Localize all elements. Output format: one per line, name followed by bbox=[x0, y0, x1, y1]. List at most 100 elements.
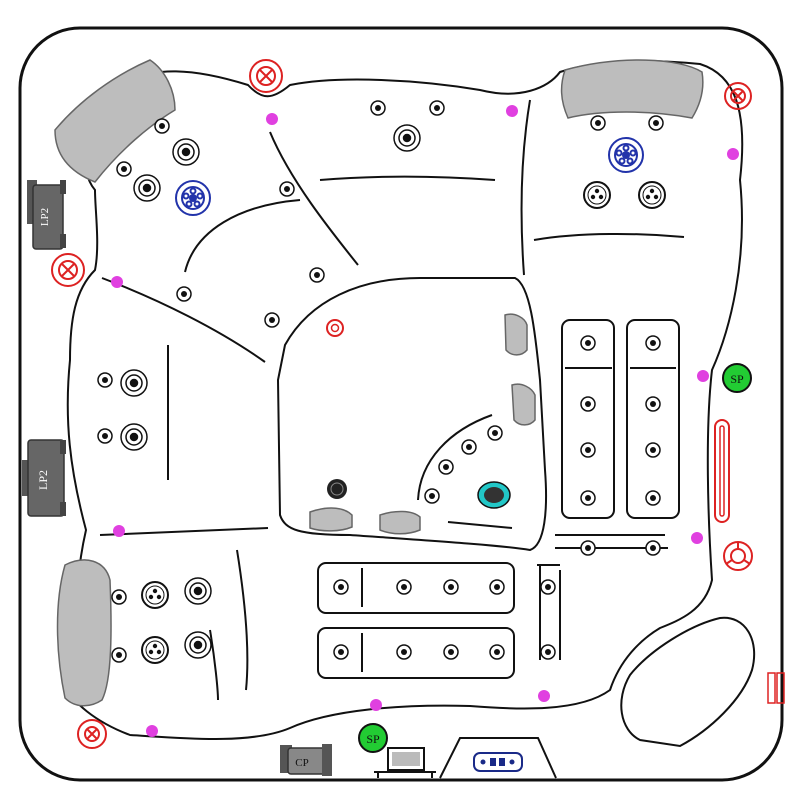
sp-right-label: SP bbox=[730, 372, 744, 386]
small-jet-icon bbox=[580, 540, 596, 556]
small-jet-icon bbox=[264, 312, 280, 328]
ring-jet-icon bbox=[184, 577, 212, 605]
led-light-icon bbox=[111, 276, 123, 288]
headrest-bottom-left bbox=[56, 559, 112, 707]
small-jet-icon bbox=[333, 644, 349, 660]
footwell-pillow-1 bbox=[309, 507, 353, 532]
small-jet-icon bbox=[97, 372, 113, 388]
small-jet-icon bbox=[396, 579, 412, 595]
small-jet-icon bbox=[396, 644, 412, 660]
small-jet-icon bbox=[424, 488, 440, 504]
small-jet-icon bbox=[443, 579, 459, 595]
ring-jet-icon bbox=[184, 631, 212, 659]
seat-dividers bbox=[99, 99, 685, 701]
small-jet-icon bbox=[645, 396, 661, 412]
ring-jet-icon bbox=[120, 369, 148, 397]
air-control-icon bbox=[723, 541, 753, 571]
cyan-jet-icon bbox=[477, 481, 511, 509]
ring-jet-icon bbox=[120, 423, 148, 451]
rotary-jets bbox=[141, 181, 666, 664]
footwell-pillow-2 bbox=[379, 510, 421, 535]
small-jet-icon bbox=[580, 335, 596, 351]
air-controls bbox=[51, 59, 753, 749]
led-light-icon bbox=[370, 699, 382, 711]
small-jet-icon bbox=[309, 267, 325, 283]
small-jet-icon bbox=[645, 490, 661, 506]
small-jet-icon bbox=[97, 428, 113, 444]
led-light-icon bbox=[506, 105, 518, 117]
small-jet-icon bbox=[590, 115, 606, 131]
pump-cp-label: CP bbox=[295, 757, 308, 769]
footwell bbox=[276, 277, 548, 552]
ring-jet-icon bbox=[393, 124, 421, 152]
rotary-jet-icon bbox=[141, 636, 169, 664]
small-jets bbox=[97, 100, 664, 663]
control-panel bbox=[439, 737, 557, 779]
led-light-icon bbox=[113, 525, 125, 537]
ring-jet-icon bbox=[133, 174, 161, 202]
pump-top-label: LP2 bbox=[39, 208, 51, 226]
heater-unit bbox=[374, 747, 436, 778]
pump-top: LP2 bbox=[27, 180, 66, 250]
headrest-top-right bbox=[560, 59, 704, 119]
rotary-jet-icon bbox=[638, 181, 666, 209]
headrest-top-left bbox=[54, 59, 176, 183]
small-jet-icon bbox=[540, 644, 556, 660]
pump-cp: CP bbox=[280, 744, 332, 776]
sp-badge-bottom: SP bbox=[358, 723, 388, 753]
footwell-pillow-4 bbox=[511, 383, 536, 426]
pump-mid-label: LP2 bbox=[36, 470, 50, 490]
footwell-air-icon bbox=[326, 319, 344, 337]
small-jet-icon bbox=[648, 115, 664, 131]
led-light-icon bbox=[697, 370, 709, 382]
small-jet-icon bbox=[429, 100, 445, 116]
neck-jet-icon bbox=[714, 419, 730, 523]
small-jet-icon bbox=[487, 425, 503, 441]
small-jet-icon bbox=[540, 579, 556, 595]
rotary-jet-icon bbox=[583, 181, 611, 209]
led-lights bbox=[111, 105, 739, 737]
small-jet-icon bbox=[645, 442, 661, 458]
sp-badge-right: SP bbox=[722, 363, 752, 393]
side-fitting-icon bbox=[767, 672, 785, 704]
black-mesh-jet-icon bbox=[327, 479, 347, 499]
air-control-icon bbox=[51, 253, 85, 287]
small-jet-icon bbox=[489, 579, 505, 595]
blue-jets bbox=[175, 137, 644, 216]
small-jet-icon bbox=[438, 459, 454, 475]
air-control-icon bbox=[724, 82, 752, 110]
small-jet-icon bbox=[489, 644, 505, 660]
control-panel-icon bbox=[473, 752, 523, 772]
footwell-pillow-3 bbox=[504, 313, 528, 356]
led-light-icon bbox=[266, 113, 278, 125]
small-jet-icon bbox=[443, 644, 459, 660]
lounger-panels bbox=[317, 319, 680, 679]
led-light-icon bbox=[691, 532, 703, 544]
led-light-icon bbox=[727, 148, 739, 160]
small-jet-icon bbox=[370, 100, 386, 116]
headrests bbox=[54, 59, 704, 707]
small-jet-icon bbox=[333, 579, 349, 595]
tub-outer-shell bbox=[18, 26, 784, 782]
air-control-icon bbox=[77, 719, 107, 749]
ring-jet-icon bbox=[172, 138, 200, 166]
small-jet-icon bbox=[580, 396, 596, 412]
small-jet-icon bbox=[279, 181, 295, 197]
sp-bottom-label: SP bbox=[366, 732, 380, 746]
led-light-icon bbox=[146, 725, 158, 737]
cooldown-seat bbox=[620, 616, 756, 748]
blue-rotary-jet-icon bbox=[175, 180, 211, 216]
led-light-icon bbox=[538, 690, 550, 702]
small-jet-icon bbox=[154, 118, 170, 134]
pump-mid: LP2 bbox=[22, 439, 66, 517]
small-jet-icon bbox=[111, 647, 127, 663]
small-jet-icon bbox=[111, 589, 127, 605]
footwell-jets bbox=[326, 319, 511, 509]
ring-jets bbox=[120, 124, 421, 659]
small-jet-icon bbox=[645, 335, 661, 351]
small-jet-icon bbox=[580, 490, 596, 506]
small-jet-icon bbox=[116, 161, 132, 177]
rotary-jet-icon bbox=[141, 581, 169, 609]
small-jet-icon bbox=[176, 286, 192, 302]
